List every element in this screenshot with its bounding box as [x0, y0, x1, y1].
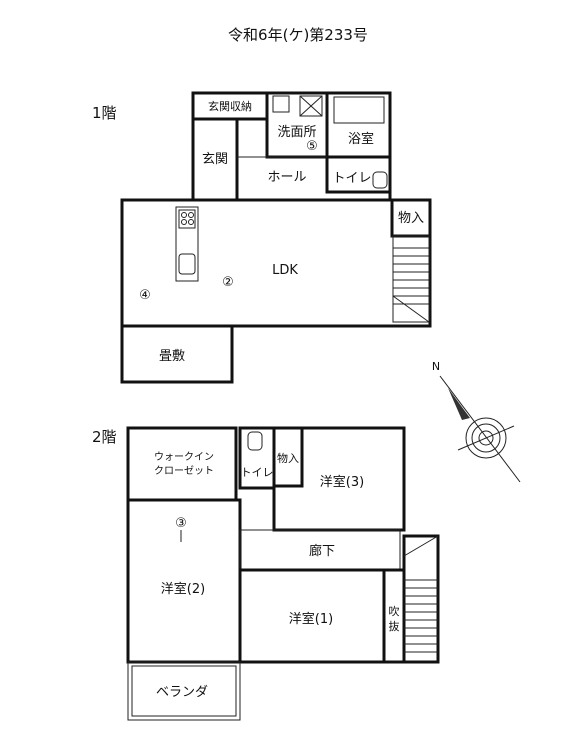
room-label-corridor: 廊下	[309, 543, 335, 559]
room-label-bath: 浴室	[348, 131, 374, 147]
room-label-tatami: 畳敷	[159, 349, 185, 364]
room-label-genkan-storage: 玄関収納	[208, 99, 252, 113]
photo-marker-2: ②	[222, 275, 234, 290]
room-label-walkin-2: クローゼット	[154, 465, 214, 477]
room-label-western-1: 洋室(1)	[289, 611, 333, 627]
stairs-2f-treads	[403, 535, 439, 653]
tatami-room	[120, 324, 234, 384]
compass-north-arrow	[448, 388, 470, 420]
room-label-veranda: ベランダ	[156, 685, 208, 700]
room-label-western-2: 洋室(2)	[161, 581, 205, 597]
stairs-1f-treads	[392, 247, 430, 323]
bathtub-icon	[333, 96, 385, 124]
room-label-hall: ホール	[267, 170, 306, 185]
floor1-label: 1階	[92, 104, 117, 122]
floor1: 玄関収納 洗面所 浴室 玄関 ホール トイレ 物入 LDK 畳敷 ⑤ ② ④	[120, 91, 432, 384]
photo-marker-5: ⑤	[306, 139, 318, 154]
room-label-storage-1f: 物入	[398, 211, 424, 226]
walkin-closet-room	[126, 426, 238, 502]
compass-needle	[439, 375, 521, 483]
stove-icon	[178, 209, 196, 229]
room-label-ldk: LDK	[272, 263, 298, 278]
photo-marker-4: ④	[139, 288, 151, 303]
photo-marker-3: ③	[175, 516, 187, 531]
compass: N	[432, 360, 521, 483]
room-label-western-3: 洋室(3)	[320, 474, 364, 490]
washer-icon	[299, 95, 323, 117]
toilet-icon-1f	[372, 171, 388, 189]
toilet-room-1f	[325, 155, 392, 194]
room-label-void-2: 抜	[389, 619, 400, 633]
room-label-genkan: 玄関	[202, 152, 228, 167]
page-title: 令和6年(ケ)第233号	[228, 26, 368, 44]
sink-icon	[178, 253, 196, 275]
compass-north-label: N	[432, 360, 440, 373]
stairs-2f	[402, 534, 440, 664]
washbasin-icon	[272, 95, 290, 113]
toilet-room-2f	[238, 426, 276, 490]
veranda-area	[127, 661, 241, 721]
room-label-toilet-1f: トイレ	[332, 171, 371, 186]
room-label-walkin-1: ウォークイン	[154, 451, 214, 463]
room-label-washroom: 洗面所	[277, 125, 316, 140]
room-label-toilet-2f: トイレ	[241, 466, 274, 479]
stairs-1f	[392, 235, 430, 323]
room-label-storage-2f: 物入	[277, 451, 299, 465]
bath-room	[325, 91, 392, 159]
floor2: ウォークイン クローゼット トイレ 物入 洋室(3) 廊下 洋室(2) 洋室(1…	[126, 426, 440, 721]
kitchen-counter	[175, 206, 199, 282]
room-label-void-1: 吹	[389, 605, 400, 618]
floor2-label: 2階	[92, 428, 117, 446]
toilet-icon-2f	[247, 431, 263, 451]
